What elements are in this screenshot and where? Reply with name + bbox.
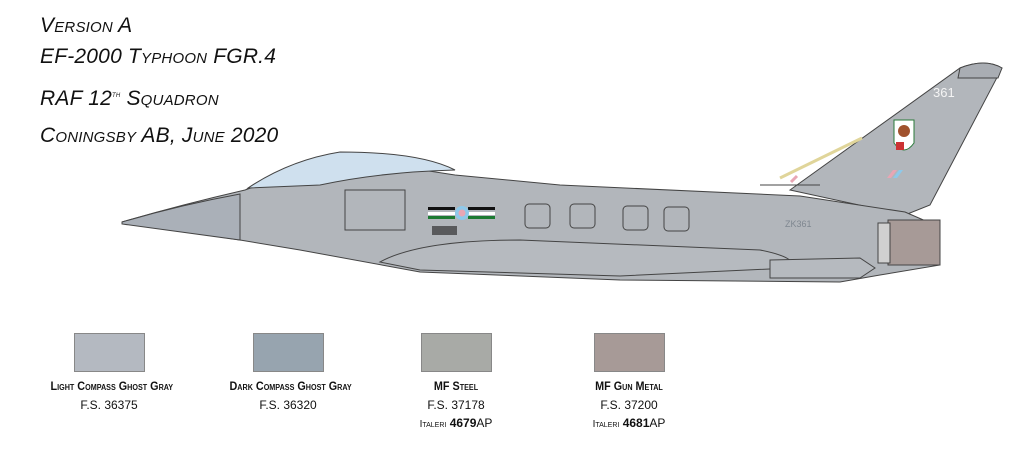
unit-title: RAF 12th Squadron (40, 87, 219, 111)
italeri-code: Italeri 4679AP (419, 416, 493, 430)
serial-number: ZK361 (785, 219, 812, 229)
tail-code: 361 (933, 85, 955, 100)
aircraft-title: EF-2000 Typhoon FGR.4 (40, 45, 277, 68)
canopy (246, 151, 456, 189)
color-chip (420, 333, 492, 372)
unit-prefix: RAF 12 (40, 87, 113, 110)
italeri-code: Italeri 4681AP (592, 416, 666, 430)
fs-code: F.S. 37178 (427, 398, 485, 412)
color-swatch-light-compass-ghost-gray: Light Compass Ghost Gray F.S. 36375 (44, 333, 174, 412)
fs-code: F.S. 36320 (259, 398, 317, 412)
nose-radome (121, 193, 241, 241)
squadron-badge (893, 119, 915, 151)
unit-sup: th (112, 89, 121, 99)
color-name: Dark Compass Ghost Gray (229, 379, 352, 393)
color-name: MF Gun Metal (595, 379, 663, 393)
color-chip (252, 333, 324, 372)
aircraft-profile-illustration: 361 ZK361 (121, 62, 1003, 283)
color-name: Light Compass Ghost Gray (50, 379, 174, 393)
color-swatch-mf-steel: MF Steel F.S. 37178 Italeri 4679AP (391, 333, 521, 430)
color-chip (593, 333, 665, 372)
version-title: Version A (40, 14, 133, 37)
color-name: MF Steel (433, 379, 479, 393)
color-swatch-dark-compass-ghost-gray: Dark Compass Ghost Gray F.S. 36320 (223, 333, 353, 412)
color-chip (73, 333, 145, 372)
color-swatch-mf-gun-metal: MF Gun Metal F.S. 37200 Italeri 4681AP (564, 333, 694, 430)
fs-code: F.S. 37200 (600, 398, 658, 412)
engine-nozzle (887, 219, 941, 266)
fs-code: F.S. 36375 (80, 398, 138, 412)
base-date-title: Coningsby AB, June 2020 (40, 124, 279, 147)
squadron-bar (428, 206, 495, 220)
unit-suffix: Squadron (120, 87, 219, 110)
